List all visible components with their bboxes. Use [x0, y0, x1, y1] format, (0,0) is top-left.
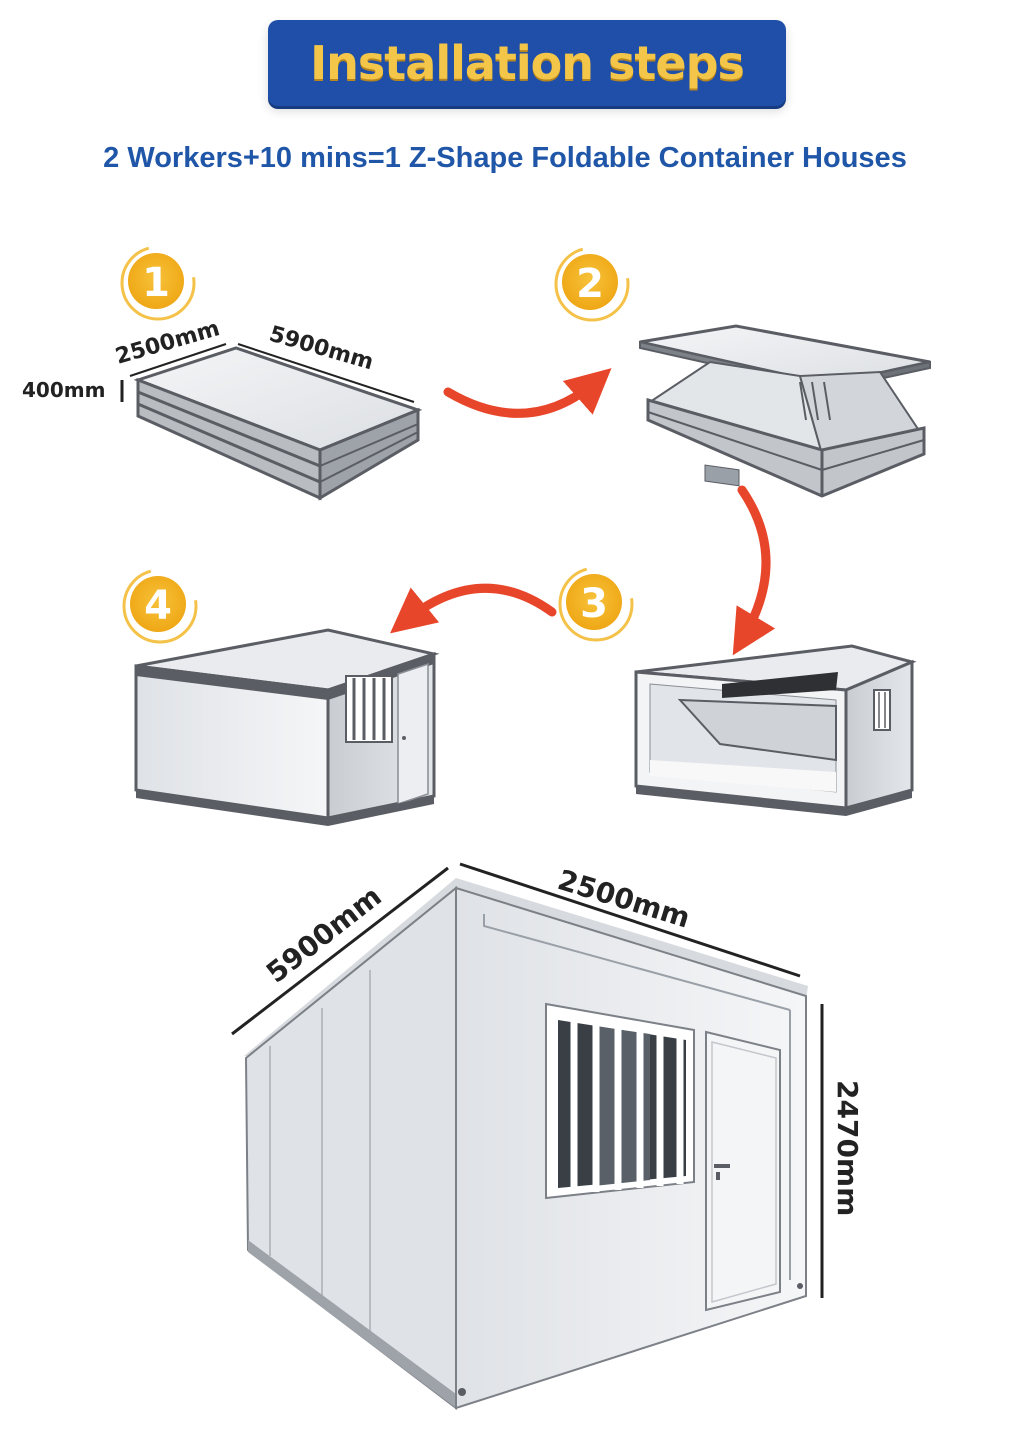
half-unfolded-illustration [634, 644, 917, 816]
step-number-2: 2 [576, 261, 604, 307]
roof-lifting-illustration [639, 324, 931, 498]
step-number-1: 1 [142, 260, 170, 306]
arrow-1-to-2-icon [443, 368, 612, 418]
step-number-3: 3 [580, 581, 608, 627]
step-number-4: 4 [144, 583, 172, 629]
folded-package-illustration [120, 343, 423, 501]
arrow-2-to-3-icon [732, 485, 776, 656]
step-badge-3: 3 [558, 566, 634, 642]
assembled-height-label: 2470mm [831, 1080, 864, 1216]
assembled-small-illustration [134, 628, 440, 826]
step-badge-4: 4 [122, 568, 198, 644]
title-banner: Installation steps [268, 20, 786, 106]
arrow-3-to-4-icon [390, 583, 557, 634]
page-title: Installation steps [310, 36, 745, 90]
page-subtitle: 2 Workers+10 mins=1 Z-Shape Foldable Con… [103, 142, 907, 174]
step-badge-2: 2 [554, 246, 630, 322]
step-badge-1: 1 [120, 245, 196, 321]
assembled-container-illustration [231, 862, 824, 1411]
folded-height-label: 400mm [22, 378, 105, 402]
